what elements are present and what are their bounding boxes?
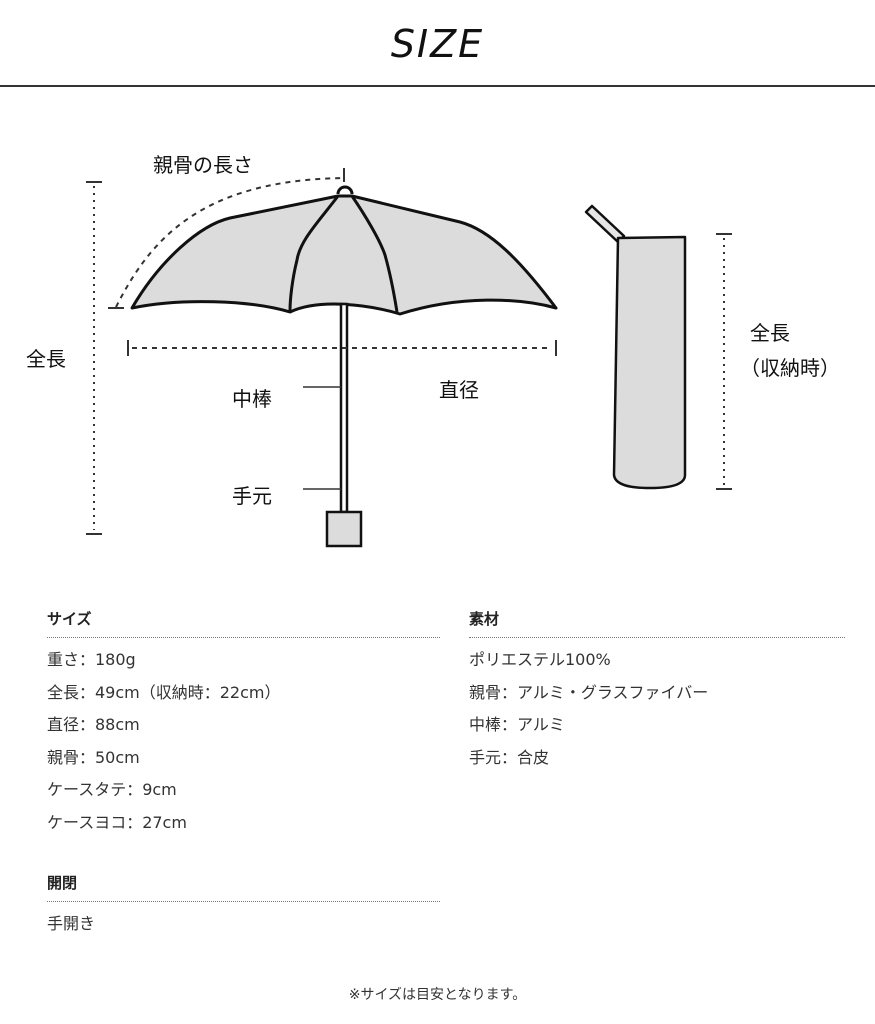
spec-case-width: ケースヨコ：27cm — [47, 812, 187, 832]
rib-length-guide — [108, 168, 345, 309]
folded-length-label: 全長 — [750, 321, 790, 345]
spec-weight: 重さ：180g — [47, 650, 136, 669]
opening-section: 開閉 手開き — [47, 872, 440, 947]
shaft-label: 中棒 — [232, 387, 272, 411]
material-canopy: ポリエステル100% — [469, 650, 611, 669]
title-divider — [0, 85, 875, 87]
size-section: サイズ 重さ：180g 全長：49cm（収納時：22cm） 直径：88cm 親骨… — [47, 608, 440, 845]
material-shaft: 中棒：アルミ — [469, 715, 565, 734]
rib-length-label: 親骨の長さ — [153, 153, 253, 177]
size-disclaimer: ※サイズは目安となります。 — [348, 987, 527, 1003]
folded-length-sublabel: （収納時） — [740, 356, 840, 380]
material-handle: 手元：合皮 — [469, 747, 550, 767]
size-section-heading: サイズ — [47, 608, 440, 638]
total-length-guide — [86, 181, 102, 535]
umbrella-canopy — [130, 185, 558, 316]
spec-diameter: 直径：88cm — [47, 715, 140, 734]
page-title: SIZE — [390, 22, 485, 66]
folded-umbrella-case — [584, 204, 687, 490]
diameter-label: 直径 — [439, 378, 479, 402]
material-section-heading: 素材 — [469, 608, 845, 638]
spec-case-height: ケースタテ：9cm — [47, 780, 177, 799]
spec-total-length: 全長：49cm（収納時：22cm） — [47, 682, 281, 702]
diameter-guide — [127, 340, 557, 356]
total-length-label: 全長 — [26, 347, 66, 371]
folded-length-guide — [716, 233, 732, 490]
umbrella-handle — [325, 510, 363, 548]
umbrella-size-diagram — [86, 168, 732, 548]
spec-rib-length: 親骨：50cm — [47, 747, 140, 767]
material-section: 素材 ポリエステル100% 親骨：アルミ・グラスファイバー 中棒：アルミ 手元：… — [469, 608, 845, 780]
material-ribs: 親骨：アルミ・グラスファイバー — [469, 682, 709, 702]
opening-section-heading: 開閉 — [47, 872, 440, 902]
spec-opening-type: 手開き — [47, 914, 96, 933]
handle-label: 手元 — [232, 484, 272, 508]
umbrella-shaft — [339, 302, 349, 514]
